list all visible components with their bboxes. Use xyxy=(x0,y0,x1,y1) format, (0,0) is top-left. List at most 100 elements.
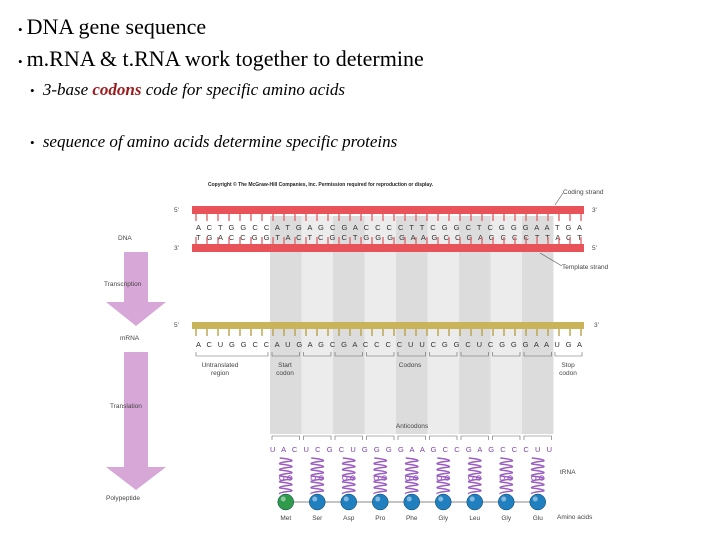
anticodon-bracket xyxy=(366,435,395,440)
template-5prime-label: 5' xyxy=(592,245,597,252)
untranslated-region-label-2: region xyxy=(211,370,229,377)
bullet-text: DNA gene sequence xyxy=(26,14,207,39)
trna-loop xyxy=(499,475,505,481)
amino-acids-label: Amino acids xyxy=(557,514,593,521)
amino-acid-label: Pro xyxy=(375,515,386,522)
anticodon-bracket xyxy=(334,435,363,440)
codon-brackets xyxy=(195,352,583,357)
bullet-dot: • xyxy=(30,135,35,150)
trna-loop xyxy=(373,475,379,481)
coding-strand-label: Coding strand xyxy=(563,189,604,196)
stop-codon-label-2: codon xyxy=(559,370,577,377)
coding-strand-callout xyxy=(554,192,564,206)
amino-acid-glu xyxy=(529,493,546,511)
mrna-label: mRNA xyxy=(120,335,140,342)
anticodon-bracket xyxy=(523,435,552,440)
anticodon-brackets xyxy=(271,435,552,440)
trna-loop xyxy=(318,475,324,481)
dna-coding-strand xyxy=(192,206,584,221)
bullet-amino-acid-sequence: • sequence of amino acids determine spec… xyxy=(30,132,397,152)
trna-loop xyxy=(436,475,442,481)
template-sequence: T G A C C G G T A C T C G C T G G G G A … xyxy=(196,233,582,242)
untranslated-bracket xyxy=(195,352,269,357)
trna-loop xyxy=(413,475,419,481)
amino-acid-highlight xyxy=(532,496,538,502)
trna-loop xyxy=(476,475,482,481)
codon-bracket xyxy=(429,352,458,357)
amino-acid-highlight xyxy=(312,496,318,502)
codon-bracket xyxy=(397,352,426,357)
bullet-dot: • xyxy=(30,83,35,98)
codon-bracket xyxy=(460,352,489,357)
codon-bracket xyxy=(334,352,363,357)
trna-loop xyxy=(342,475,348,481)
anticodon-sequence: U A C U C G C U G G G G A A G C C G A G … xyxy=(270,445,552,454)
trna-molecules xyxy=(278,457,545,495)
template-3prime-label: 3' xyxy=(174,245,179,252)
amino-acid-label: Gly xyxy=(438,515,449,522)
polypeptide-label: Polypeptide xyxy=(106,495,140,502)
bullet-text: m.RNA & t.RNA work together to determine xyxy=(26,46,424,71)
trna-label: tRNA xyxy=(560,469,576,476)
trna-molecule xyxy=(341,457,356,495)
trna-loop xyxy=(539,475,545,481)
amino-acid-label: Ser xyxy=(312,515,323,522)
translation-arrow-shaft xyxy=(124,352,148,467)
coding-strand-bases xyxy=(195,214,582,221)
transcription-label: Transcription xyxy=(104,281,142,288)
amino-acid-highlight xyxy=(343,496,349,502)
amino-acid-label: Glu xyxy=(533,515,544,522)
transcription-arrow-shaft xyxy=(124,252,148,302)
amino-acid-highlight xyxy=(469,496,475,502)
amino-acid-label: Asp xyxy=(343,515,355,522)
trna-molecule xyxy=(436,457,451,495)
anticodon-bracket xyxy=(397,435,426,440)
bullet-dot: • xyxy=(18,54,23,69)
codon-bracket xyxy=(492,352,521,357)
mrna-3prime-label: 3' xyxy=(594,322,599,329)
bullet-text: sequence of amino acids determine specif… xyxy=(42,132,398,151)
coding-5prime-label: 5' xyxy=(174,207,179,214)
anticodon-bracket xyxy=(429,435,458,440)
trna-loop xyxy=(350,475,356,481)
amino-acid-highlight xyxy=(501,496,507,502)
amino-acid-highlight xyxy=(438,496,444,502)
template-strand-backbone xyxy=(192,244,584,252)
anticodon-bracket xyxy=(303,435,332,440)
amino-acid-gly xyxy=(435,493,452,511)
copyright-notice: Copyright © The McGraw-Hill Companies, I… xyxy=(208,181,434,188)
dna-label: DNA xyxy=(118,235,132,242)
bullet-mrna-trna: •m.RNA & t.RNA work together to determin… xyxy=(18,46,424,72)
transcription-arrow-head xyxy=(106,302,166,326)
bullet-text-pre: 3-base xyxy=(42,80,93,99)
amino-acid-highlight xyxy=(375,496,381,502)
translation-arrow-head xyxy=(106,467,166,490)
translation-label: Translation xyxy=(110,403,142,410)
trna-loop xyxy=(287,475,293,481)
amino-acid-pro xyxy=(372,493,389,511)
dna-template-strand xyxy=(192,237,584,252)
trna-molecule xyxy=(310,457,325,495)
trna-loop xyxy=(405,475,411,481)
trna-molecule xyxy=(499,457,514,495)
start-codon-label-1: Start xyxy=(278,362,292,369)
trna-molecule xyxy=(404,457,419,495)
trna-loop xyxy=(279,475,285,481)
codon-bracket xyxy=(271,352,300,357)
amino-acid-label: Phe xyxy=(406,515,418,522)
bullet-codons: • 3-base codons code for specific amino … xyxy=(30,80,345,100)
amino-acid-phe xyxy=(403,493,420,511)
trna-loop xyxy=(310,475,316,481)
coding-strand-backbone xyxy=(192,206,584,214)
amino-acid-met xyxy=(277,493,294,511)
trna-molecule xyxy=(278,457,293,495)
amino-acid-highlight xyxy=(406,496,412,502)
trna-loop xyxy=(507,475,513,481)
trna-molecule xyxy=(467,457,482,495)
amino-acid-asp xyxy=(340,493,357,511)
template-strand-callout xyxy=(539,252,563,267)
trna-loop xyxy=(468,475,474,481)
trna-molecule xyxy=(530,457,545,495)
